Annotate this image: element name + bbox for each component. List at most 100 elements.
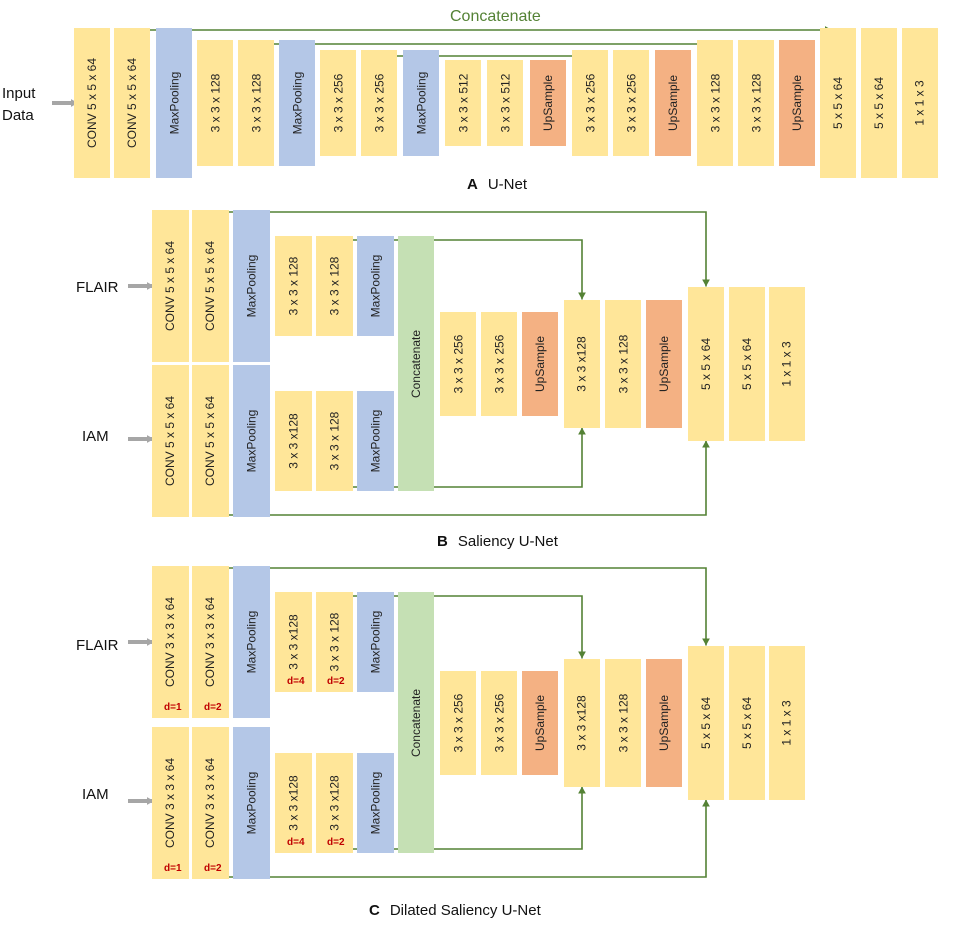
iam-label-c: IAM [82, 786, 109, 803]
saliency-decoder-upsample-label: UpSample [533, 335, 547, 392]
unet-block-3-x-3-x-128-label: 3 x 3 x 128 [749, 73, 763, 133]
unet-block-5-x-5-x-64-label: 5 x 5 x 64 [831, 76, 845, 130]
saliency-concatenate-block: Concatenate [398, 236, 434, 491]
dilated-bottom-maxpooling-label: MaxPooling [244, 771, 259, 835]
saliency-decoder-5-x-5-x-64-label: 5 x 5 x 64 [740, 337, 754, 390]
dilated-top-3-x-3-x-128-label: 3 x 3 x 128 [327, 612, 342, 672]
dilated-decoder-3-x-3-x-128-label: 3 x 3 x 128 [616, 693, 630, 752]
saliency-top-3-x-3-x-128-label: 3 x 3 x 128 [286, 256, 301, 316]
saliency-bottom-maxpooling: MaxPooling [357, 391, 394, 491]
unet-block-conv-5-x-5-x-64: CONV 5 x 5 x 64 [114, 28, 150, 178]
saliency-skip-bottom-128-arrowhead [578, 427, 586, 435]
dilated-decoder-upsample: UpSample [646, 658, 682, 787]
saliency-bottom-conv-5-x-5-x-64-label: CONV 5 x 5 x 64 [163, 395, 178, 487]
saliency-top-conv-5-x-5-x-64-label: CONV 5 x 5 x 64 [163, 240, 178, 332]
dilated-concatenate-block: Concatenate [398, 592, 434, 853]
saliency-decoder-upsample: UpSample [522, 311, 558, 416]
unet-block-upsample-label: UpSample [541, 74, 555, 132]
unet-block-upsample-label: UpSample [666, 74, 680, 132]
unet-block-maxpooling: MaxPooling [156, 28, 192, 178]
dilated-decoder-3-x-3-x-128: 3 x 3 x 128 [605, 658, 641, 787]
unet-block-3-x-3-x-128: 3 x 3 x 128 [738, 40, 774, 166]
dilated-iam-arrow-arrowhead [147, 797, 154, 805]
dilated-top-conv-3-x-3-x-64-label: CONV 3 x 3 x 64 [163, 596, 178, 688]
unet-block-upsample: UpSample [779, 40, 815, 166]
dilation-rate-bottom-3: d=2 [327, 837, 345, 848]
unet-block-maxpooling-label: MaxPooling [290, 71, 305, 135]
dilated-top-conv-3-x-3-x-64: CONV 3 x 3 x 64 [152, 566, 189, 718]
unet-block-3-x-3-x-512: 3 x 3 x 512 [445, 60, 481, 146]
unet-block-3-x-3-x-128: 3 x 3 x 128 [197, 40, 233, 166]
dilated-skip-bottom-128-arrowhead [578, 786, 586, 794]
dilated-skip-bottom-64-arrowhead [702, 799, 710, 807]
saliency-top-3-x-3-x-128: 3 x 3 x 128 [275, 236, 312, 336]
saliency-decoder-5-x-5-x-64: 5 x 5 x 64 [729, 286, 765, 441]
dilated-decoder-upsample: UpSample [522, 670, 558, 775]
saliency-top-maxpooling-label: MaxPooling [368, 254, 383, 318]
unet-block-3-x-3-x-128-label: 3 x 3 x 128 [208, 73, 222, 133]
dilated-top-3-x-3-x128: 3 x 3 x128 [275, 592, 312, 692]
dilated-bottom-conv-3-x-3-x-64: CONV 3 x 3 x 64 [192, 727, 229, 879]
dilated-decoder-1-x-1-x-3: 1 x 1 x 3 [769, 645, 805, 800]
dilated-top-conv-3-x-3-x-64: CONV 3 x 3 x 64 [192, 566, 229, 718]
unet-block-3-x-3-x-256: 3 x 3 x 256 [613, 50, 649, 156]
unet-block-5-x-5-x-64: 5 x 5 x 64 [861, 28, 897, 178]
saliency-decoder-5-x-5-x-64-label: 5 x 5 x 64 [699, 337, 713, 390]
dilated-flair-arrow-arrowhead [147, 638, 154, 646]
saliency-decoder-1-x-1-x-3: 1 x 1 x 3 [769, 286, 805, 441]
saliency-bottom-maxpooling-label: MaxPooling [368, 409, 383, 473]
dilated-bottom-maxpooling: MaxPooling [357, 753, 394, 853]
unet-block-5-x-5-x-64-label: 5 x 5 x 64 [872, 76, 886, 130]
saliency-iam-arrow-arrowhead [147, 435, 154, 443]
saliency-decoder-upsample-label: UpSample [657, 335, 671, 392]
saliency-top-3-x-3-x-128: 3 x 3 x 128 [316, 236, 353, 336]
unet-block-3-x-3-x-256-label: 3 x 3 x 256 [331, 73, 345, 133]
dilated-skip-top-64 [211, 567, 707, 646]
caption-letter-b: B [437, 533, 448, 550]
unet-block-3-x-3-x-256-label: 3 x 3 x 256 [583, 73, 597, 133]
dilated-decoder-5-x-5-x-64-label: 5 x 5 x 64 [699, 696, 713, 749]
saliency-skip-top-64-arrowhead [702, 279, 710, 287]
saliency-skip-bottom-64 [211, 440, 707, 516]
unet-block-conv-5-x-5-x-64-label: CONV 5 x 5 x 64 [85, 57, 100, 149]
saliency-bottom-3-x-3-x128-label: 3 x 3 x128 [286, 413, 301, 469]
unet-block-maxpooling: MaxPooling [279, 40, 315, 166]
saliency-bottom-3-x-3-x-128: 3 x 3 x 128 [316, 391, 353, 491]
saliency-decoder-3-x-3-x128: 3 x 3 x128 [564, 299, 600, 428]
unet-block-conv-5-x-5-x-64-label: CONV 5 x 5 x 64 [125, 57, 140, 149]
unet-block-maxpooling: MaxPooling [403, 50, 439, 156]
dilated-bottom-maxpooling: MaxPooling [233, 727, 270, 879]
unet-block-upsample: UpSample [655, 50, 691, 156]
unet-block-3-x-3-x-512-label: 3 x 3 x 512 [456, 73, 470, 133]
dilation-rate-top-2: d=4 [287, 676, 305, 687]
saliency-decoder-3-x-3-x-256-label: 3 x 3 x 256 [492, 334, 506, 393]
dilated-skip-top-64-arrowhead [702, 638, 710, 646]
dilated-top-3-x-3-x-128: 3 x 3 x 128 [316, 592, 353, 692]
unet-block-3-x-3-x-128: 3 x 3 x 128 [697, 40, 733, 166]
unet-block-conv-5-x-5-x-64: CONV 5 x 5 x 64 [74, 28, 110, 178]
dilated-decoder-5-x-5-x-64: 5 x 5 x 64 [688, 645, 724, 800]
dilated-decoder-upsample-label: UpSample [533, 694, 547, 751]
dilation-rate-bottom-0: d=1 [164, 863, 182, 874]
unet-block-3-x-3-x-128: 3 x 3 x 128 [238, 40, 274, 166]
dilated-decoder-3-x-3-x128: 3 x 3 x128 [564, 658, 600, 787]
caption-text-a: U-Net [487, 176, 528, 193]
dilated-decoder-5-x-5-x-64-label: 5 x 5 x 64 [740, 696, 754, 749]
unet-block-3-x-3-x-512-label: 3 x 3 x 512 [498, 73, 512, 133]
saliency-top-3-x-3-x-128-label: 3 x 3 x 128 [327, 256, 342, 316]
dilated-top-3-x-3-x128-label: 3 x 3 x128 [286, 614, 301, 670]
dilation-rate-bottom-1: d=2 [204, 863, 222, 874]
unet-block-1-x-1-x-3: 1 x 1 x 3 [902, 28, 938, 178]
dilated-bottom-3-x-3-x128: 3 x 3 x128 [275, 753, 312, 853]
flair-label-b: FLAIR [76, 279, 119, 296]
flair-label-c: FLAIR [76, 637, 119, 654]
dilated-top-maxpooling-label: MaxPooling [368, 610, 383, 674]
saliency-skip-top-128-arrowhead [578, 292, 586, 300]
unet-block-3-x-3-x-256-label: 3 x 3 x 256 [372, 73, 386, 133]
caption-letter-c: C [369, 902, 380, 919]
dilated-bottom-conv-3-x-3-x-64-label: CONV 3 x 3 x 64 [203, 757, 218, 849]
saliency-top-maxpooling-label: MaxPooling [244, 254, 259, 318]
dilated-decoder-upsample-label: UpSample [657, 694, 671, 751]
